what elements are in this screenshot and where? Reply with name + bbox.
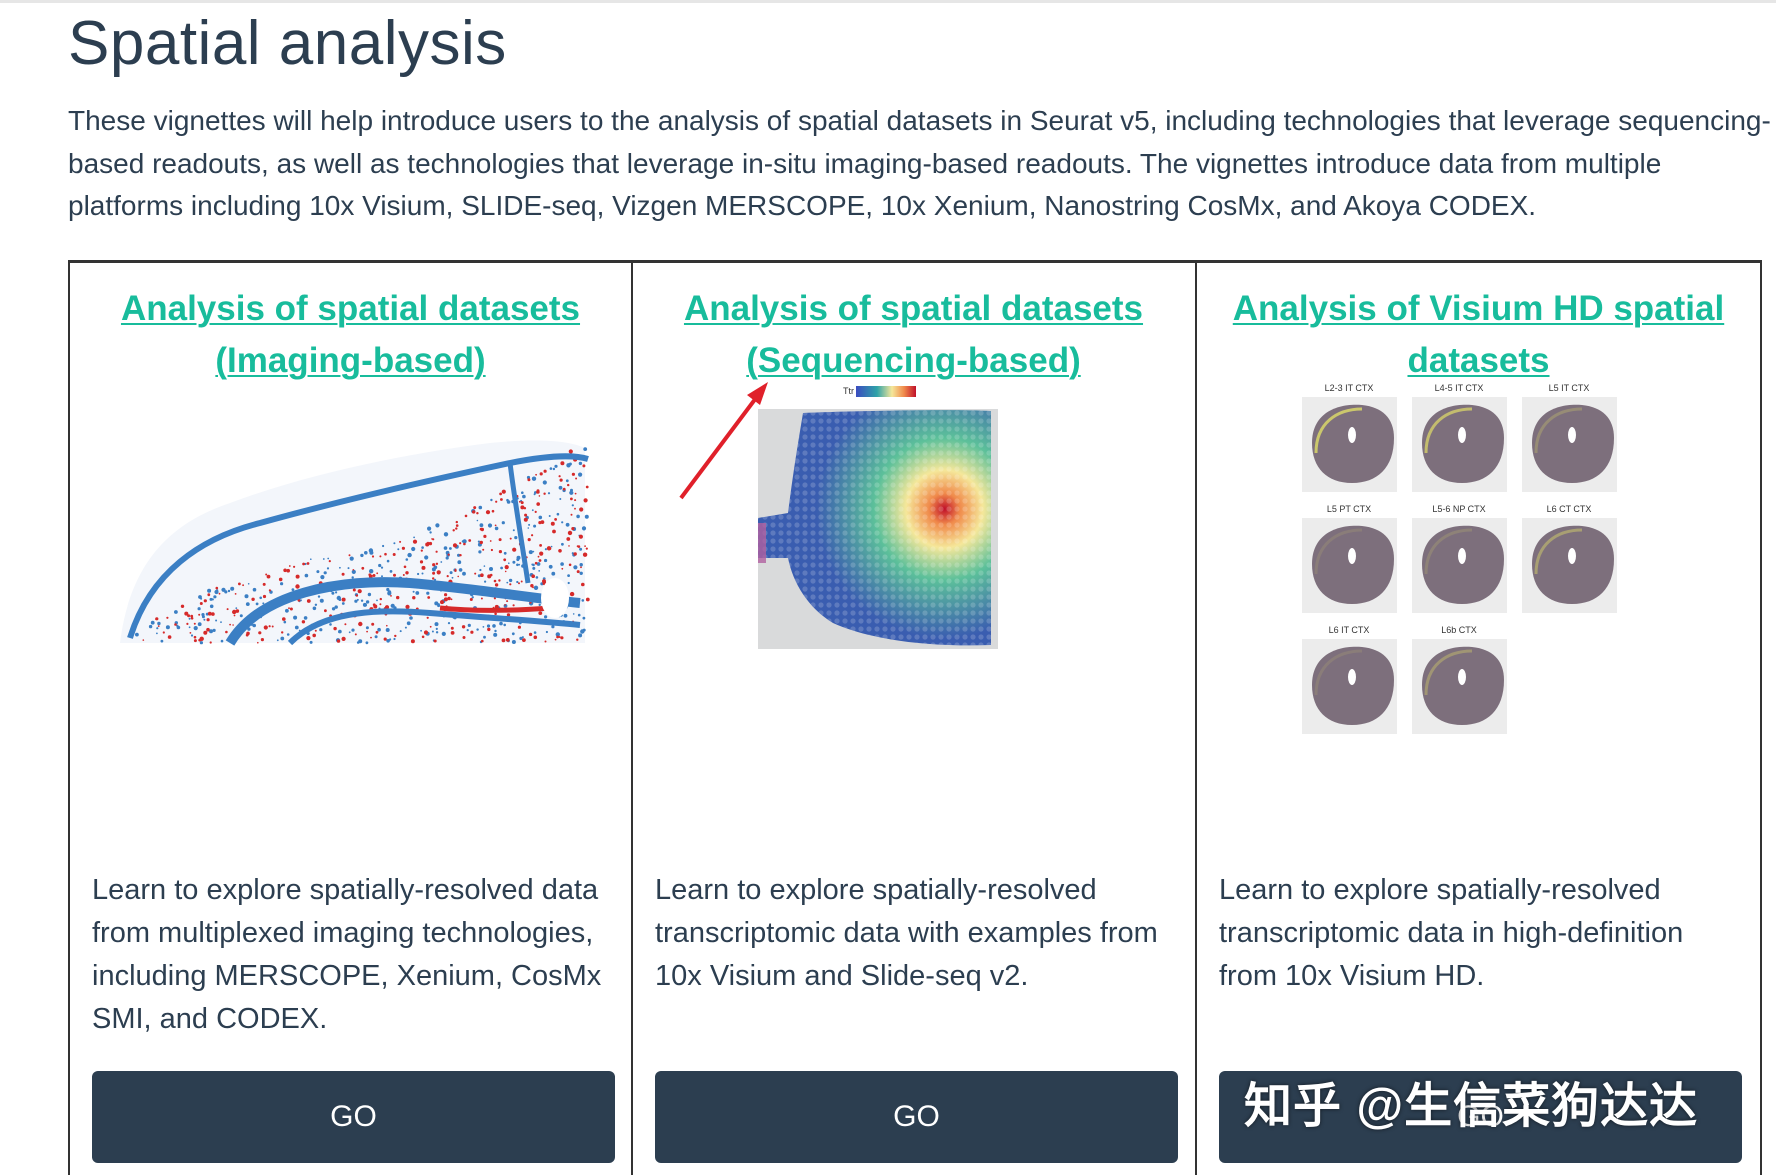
top-divider	[0, 0, 1776, 3]
card-imaging: Analysis of spatial datasets (Imaging-bas…	[68, 263, 631, 1175]
brain-section-image	[120, 440, 590, 646]
hd-panel: L5 IT CTX	[1522, 383, 1617, 492]
go-button[interactable]: GO	[1219, 1071, 1742, 1163]
hd-panel: L5-6 NP CTX	[1412, 504, 1507, 613]
hd-panel: L6b CTX	[1412, 625, 1507, 734]
card-title-link[interactable]: Analysis of spatial datasets (Sequencing-…	[684, 289, 1143, 380]
card-description: Learn to explore spatially-resolved data…	[92, 874, 602, 1035]
visium-heatmap-image: Ttr	[758, 386, 998, 649]
title-line-2: datasets	[1407, 341, 1550, 380]
go-button[interactable]: GO	[655, 1071, 1178, 1163]
title-line-1: Analysis of spatial datasets	[683, 289, 1144, 328]
go-button[interactable]: GO	[92, 1071, 615, 1163]
title-line-1: Analysis of spatial datasets	[120, 289, 581, 328]
vignette-cards: Analysis of spatial datasets (Imaging-bas…	[68, 260, 1762, 1175]
card-title: Analysis of spatial datasets (Imaging-bas…	[80, 283, 621, 387]
visium-hd-panels-image: L2-3 IT CTX L4-5 IT CTX L5 IT CTX L5 PT CTX…	[1302, 383, 1617, 734]
card-sequencing: Analysis of spatial datasets (Sequencing-…	[631, 263, 1194, 1175]
hd-panel-label: L6b CTX	[1441, 625, 1477, 635]
hd-panel-label: L5-6 NP CTX	[1432, 504, 1485, 514]
hd-panel-label: L6 CT CTX	[1547, 504, 1592, 514]
card-title-link[interactable]: Analysis of Visium HD spatial datasets	[1233, 289, 1724, 380]
card-title: Analysis of spatial datasets (Sequencing-…	[643, 283, 1184, 387]
page-title: Spatial analysis	[68, 9, 507, 78]
hd-panel-label: L6 IT CTX	[1329, 625, 1370, 635]
card-title-link[interactable]: Analysis of spatial datasets (Imaging-bas…	[121, 289, 580, 380]
card-visium-hd: Analysis of Visium HD spatial datasets L2…	[1195, 263, 1762, 1175]
title-line-2: (Sequencing-based)	[746, 341, 1081, 380]
hd-panel: L6 CT CTX	[1522, 504, 1617, 613]
colorbar	[856, 386, 916, 397]
hd-panel-label: L4-5 IT CTX	[1435, 383, 1484, 393]
card-description: Learn to explore spatially-resolved tran…	[1219, 874, 1684, 992]
hd-panel: L5 PT CTX	[1302, 504, 1397, 613]
hd-panel-label: L5 PT CTX	[1327, 504, 1371, 514]
hd-panel-label: L5 IT CTX	[1549, 383, 1590, 393]
colorbar-label: Ttr	[843, 386, 854, 396]
title-line-1: Analysis of Visium HD spatial	[1232, 289, 1725, 328]
card-title: Analysis of Visium HD spatial datasets	[1207, 283, 1750, 387]
hd-panel: L6 IT CTX	[1302, 625, 1397, 734]
watermark: 知乎 @生信菜狗达达	[1244, 1080, 1699, 1133]
annotation-arrow-icon	[679, 382, 768, 500]
hd-panel: L2-3 IT CTX	[1302, 383, 1397, 492]
title-line-2: (Imaging-based)	[215, 341, 486, 380]
intro-paragraph: These vignettes will help introduce user…	[68, 105, 1771, 221]
hd-panel-label: L2-3 IT CTX	[1325, 383, 1374, 393]
hd-panel: L4-5 IT CTX	[1412, 383, 1507, 492]
card-description: Learn to explore spatially-resolved tran…	[655, 874, 1158, 992]
